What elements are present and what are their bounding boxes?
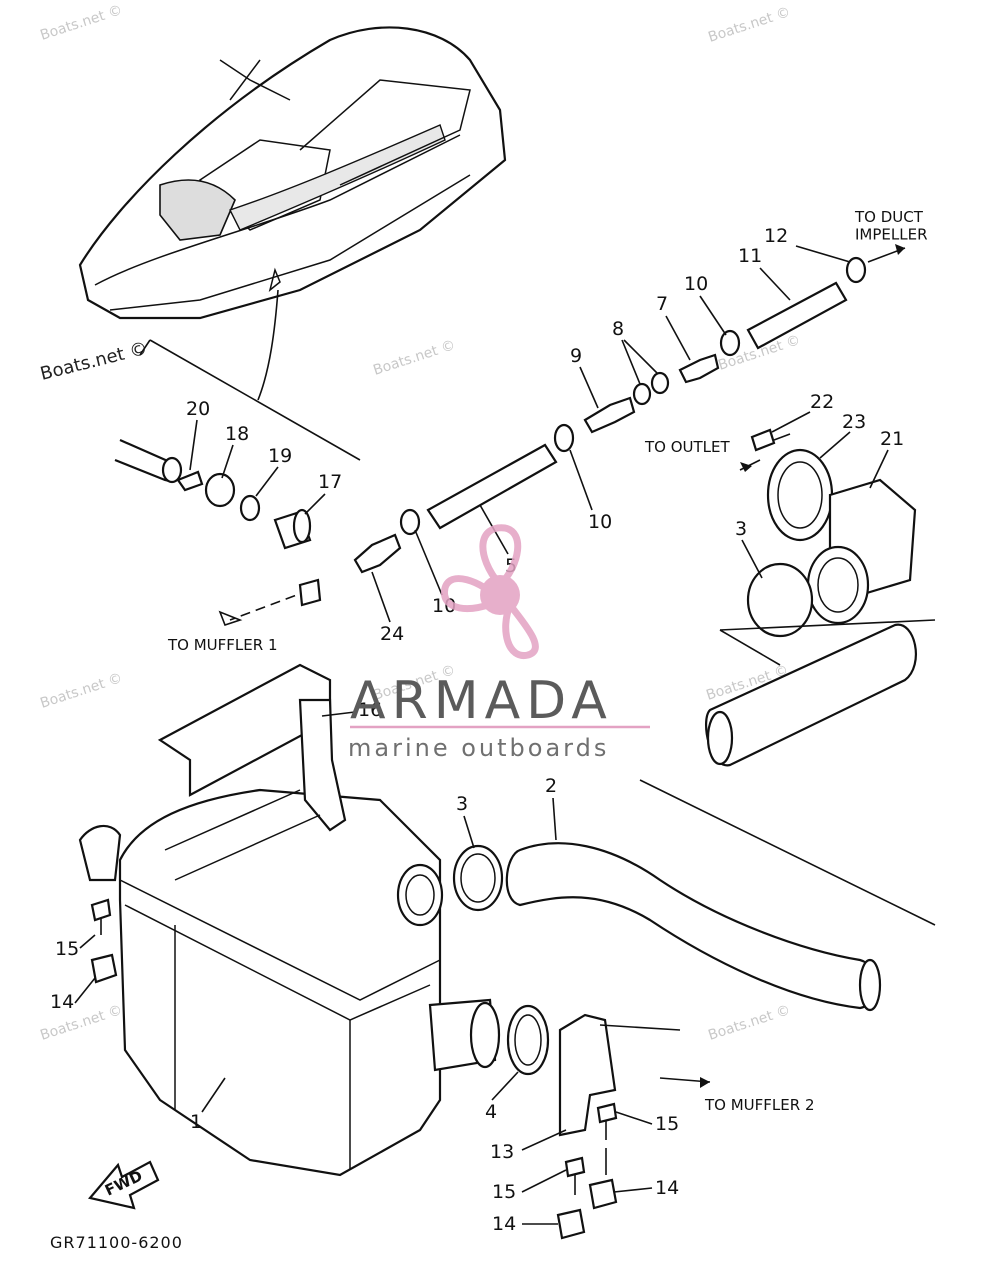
propeller-icon bbox=[441, 524, 539, 659]
part-number-label: 1 bbox=[190, 1111, 202, 1133]
part-number-label: 7 bbox=[656, 293, 668, 315]
main-hose bbox=[505, 619, 936, 1012]
watermark: Boats.net © bbox=[706, 1002, 792, 1044]
muffler bbox=[78, 663, 501, 1177]
part-number-label: 9 bbox=[570, 345, 582, 367]
part-number-label: 21 bbox=[880, 428, 904, 450]
part-number-label: 12 bbox=[764, 225, 788, 247]
to-muffler-2-label: TO MUFFLER 2 bbox=[704, 1096, 814, 1114]
part-number-label: 8 bbox=[612, 318, 624, 340]
part-number-label: 11 bbox=[738, 245, 762, 267]
part-number-label: 14 bbox=[492, 1213, 516, 1235]
part-number-label: 23 bbox=[842, 411, 866, 433]
part-number-label: 15 bbox=[55, 938, 79, 960]
part-number-label: 14 bbox=[50, 991, 74, 1013]
part-number-label: 13 bbox=[490, 1141, 514, 1163]
diagram-code: GR71100-6200 bbox=[50, 1233, 183, 1252]
part-number-label: 18 bbox=[225, 423, 249, 445]
armada-logo: ARMADA marine outboards bbox=[348, 524, 650, 762]
part-number-label: 17 bbox=[318, 471, 342, 493]
watercraft-illustration bbox=[78, 26, 507, 401]
part-number-label: 3 bbox=[456, 793, 468, 815]
right-fittings bbox=[739, 428, 917, 638]
hose-chain bbox=[353, 244, 906, 574]
watermark-dark: Boats.net © bbox=[38, 338, 150, 385]
logo-name: ARMADA bbox=[350, 671, 613, 731]
part-number-label: 2 bbox=[545, 775, 557, 797]
part-number-label: 19 bbox=[268, 445, 292, 467]
to-outlet-label: TO OUTLET bbox=[644, 438, 731, 456]
upper-left-fittings bbox=[114, 339, 361, 627]
part-number-label: 14 bbox=[655, 1177, 679, 1199]
part-number-label: 22 bbox=[810, 391, 834, 413]
fwd-arrow-icon: FWD bbox=[87, 1160, 160, 1210]
part-number-label: 10 bbox=[588, 511, 612, 533]
lower-fittings bbox=[90, 844, 711, 1240]
watermark: Boats.net © bbox=[38, 2, 124, 44]
to-muffler-1-label: TO MUFFLER 1 bbox=[167, 636, 277, 654]
part-number-label: 10 bbox=[684, 273, 708, 295]
part-number-label: 15 bbox=[492, 1181, 516, 1203]
part-number-label: 16 bbox=[358, 699, 382, 721]
part-number-label: 15 bbox=[655, 1113, 679, 1135]
watermark: Boats.net © bbox=[38, 670, 124, 712]
watermark: Boats.net © bbox=[706, 4, 792, 46]
part-number-label: 20 bbox=[186, 398, 210, 420]
logo-tagline: marine outboards bbox=[348, 734, 609, 762]
watermark: Boats.net © bbox=[371, 337, 457, 379]
part-number-label: 4 bbox=[485, 1101, 497, 1123]
part-number-label: 3 bbox=[735, 518, 747, 540]
part-number-label: 24 bbox=[380, 623, 404, 645]
